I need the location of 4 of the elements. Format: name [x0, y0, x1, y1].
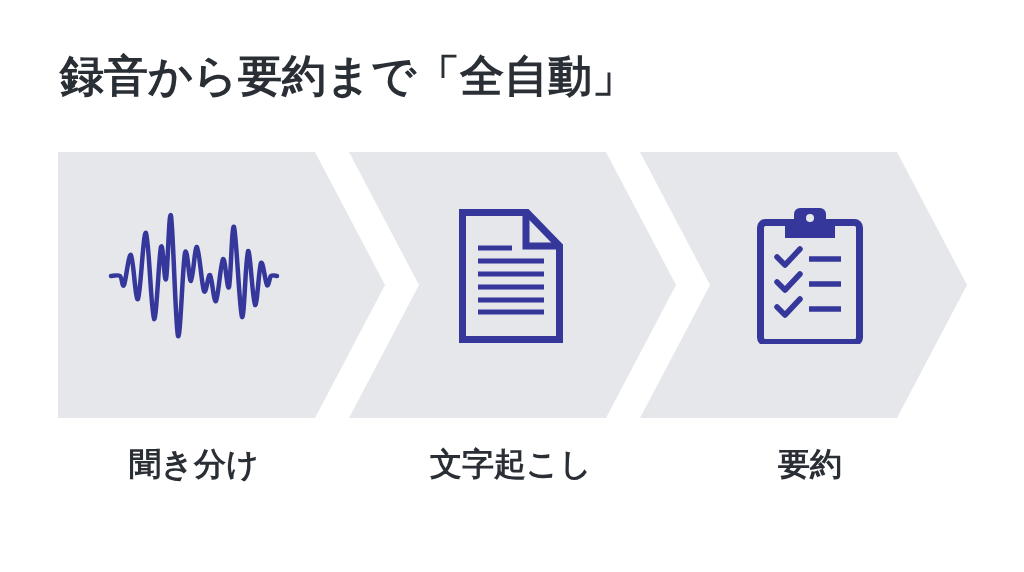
step-label: 聞き分け [129, 445, 259, 484]
step-label: 要約 [778, 445, 842, 484]
step-label: 文字起こし [430, 445, 592, 484]
page-title: 録音から要約まで「全自動」 [60, 50, 636, 103]
